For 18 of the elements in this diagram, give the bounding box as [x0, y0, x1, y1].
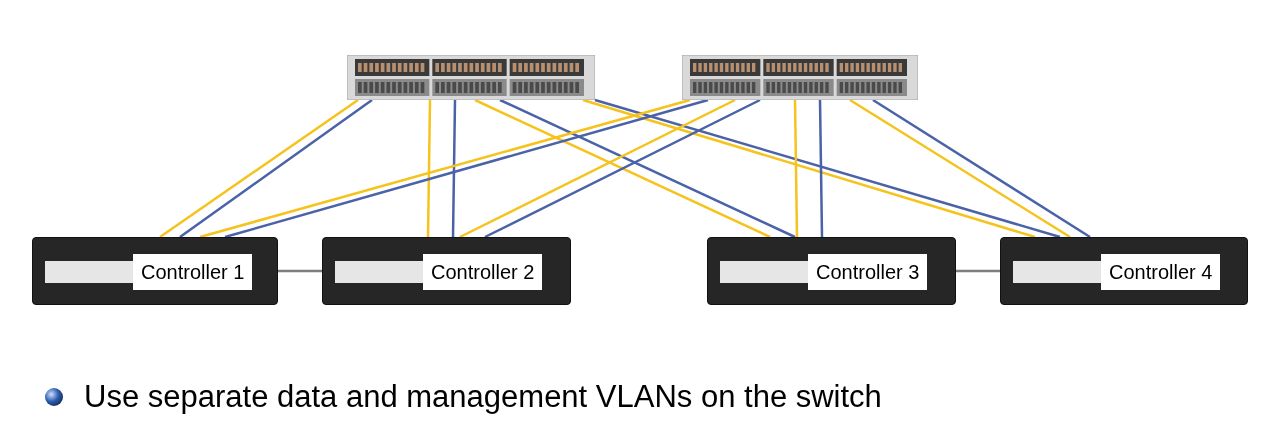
cable-line	[818, 100, 824, 237]
storage-controller	[1000, 237, 1248, 305]
storage-controller	[707, 237, 956, 305]
controller-label: Controller 2	[423, 254, 543, 290]
bullet-text: Use separate data and management VLANs on the switch	[84, 378, 882, 416]
network-switch-drawing	[682, 55, 918, 100]
cable-line	[278, 269, 322, 273]
cable-line	[793, 100, 799, 237]
controller-label: Controller 1	[133, 254, 253, 290]
storage-controller	[32, 237, 278, 305]
storage-controller	[322, 237, 571, 305]
controller-label: Controller 4	[1101, 254, 1221, 290]
network-switch-drawing	[347, 55, 595, 100]
cable-line	[426, 100, 432, 237]
cable-line	[956, 269, 1000, 273]
cable-line	[179, 99, 373, 238]
cable-line	[451, 100, 457, 237]
controller-label: Controller 3	[808, 254, 928, 290]
